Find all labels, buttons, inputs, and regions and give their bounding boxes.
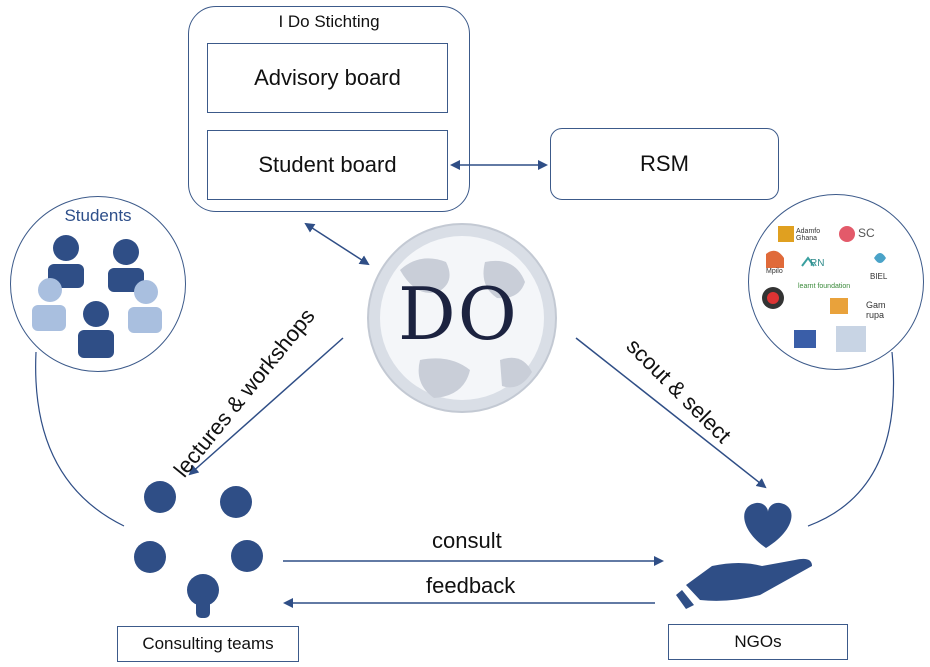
partner-logo-mpilo: Mpilo	[766, 268, 783, 275]
scout-arrow	[575, 337, 767, 489]
ngos-connector	[807, 351, 895, 527]
heart-hand-icon	[676, 502, 812, 609]
logo-text: DO	[398, 272, 519, 356]
student-board-box: Student board	[207, 130, 448, 200]
students-icon	[32, 235, 162, 358]
hands-icon	[134, 481, 263, 618]
partner-logo-gamrupa: Gam rupa	[866, 300, 886, 320]
students-connector	[35, 351, 125, 527]
lectures-arrow	[188, 337, 344, 476]
i-do-globe-logo	[367, 223, 557, 413]
ngos-box: NGOs	[668, 624, 848, 660]
consult-label: consult	[432, 528, 502, 553]
partner-logo-sc: SC	[858, 226, 875, 240]
partner-logos	[762, 226, 886, 352]
feedback-label: feedback	[426, 573, 516, 598]
partner-logo-biel: BIEL	[870, 272, 888, 281]
students-label: Students	[64, 206, 132, 225]
org-logo-arrow	[304, 222, 370, 266]
advisory-board-box: Advisory board	[207, 43, 448, 113]
consulting-teams-box: Consulting teams	[117, 626, 299, 662]
org-title: I Do Stichting	[278, 12, 380, 31]
partner-logo-rn: RN	[810, 258, 825, 269]
partner-logo-learnt: learnt foundation	[798, 283, 851, 290]
partner-logo-adamfo: Adamfo Ghana	[796, 228, 821, 242]
rsm-box: RSM	[550, 128, 779, 200]
